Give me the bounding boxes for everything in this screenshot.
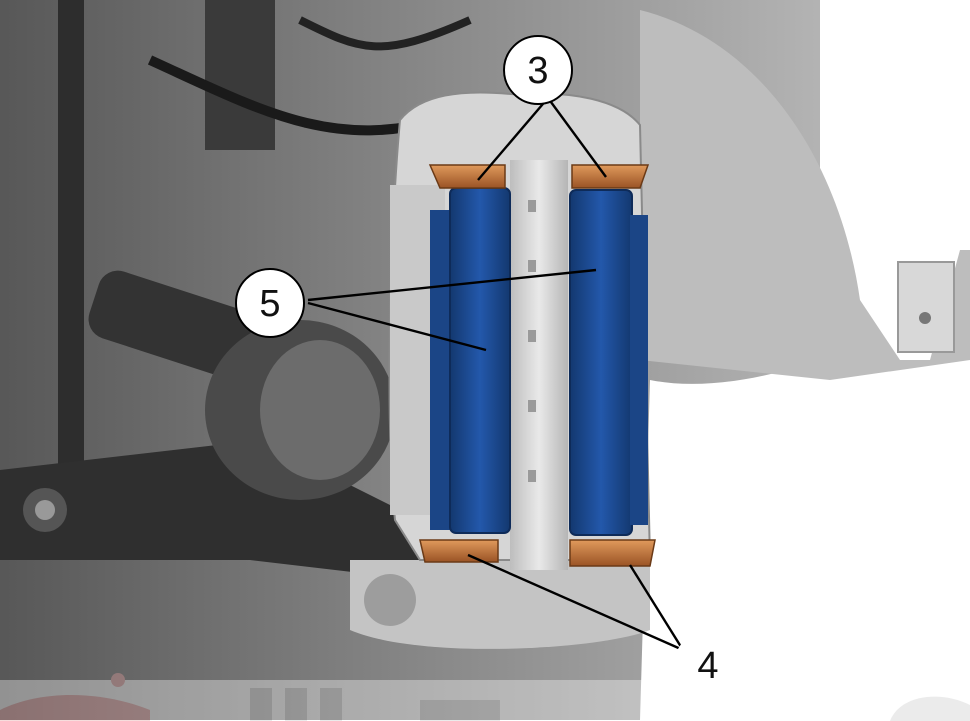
callout-5-label: 5	[259, 283, 280, 325]
callout-4-label: 4	[697, 645, 718, 687]
leader-3-right	[547, 97, 607, 178]
leader-5-upper	[307, 268, 597, 302]
pad-clip-top-right	[571, 164, 650, 189]
callout-5: 5	[235, 268, 305, 338]
leader-lines	[307, 97, 685, 652]
leader-4-left	[467, 553, 684, 652]
watermark-band	[0, 673, 970, 721]
leader-4-right	[628, 564, 685, 651]
pad-clip-bottom-right	[569, 539, 656, 567]
callout-3: 3	[503, 35, 573, 105]
brake-pad-left	[430, 187, 511, 534]
brake-pad-right	[569, 189, 648, 536]
leader-5-lower	[307, 301, 487, 352]
pad-clip-bottom-left	[419, 539, 499, 563]
brake-disc	[510, 160, 568, 570]
pad-clip-top-left	[428, 164, 506, 189]
callout-3-label: 3	[527, 50, 548, 92]
callout-4: 4	[674, 631, 742, 699]
leader-3-left	[477, 97, 549, 181]
